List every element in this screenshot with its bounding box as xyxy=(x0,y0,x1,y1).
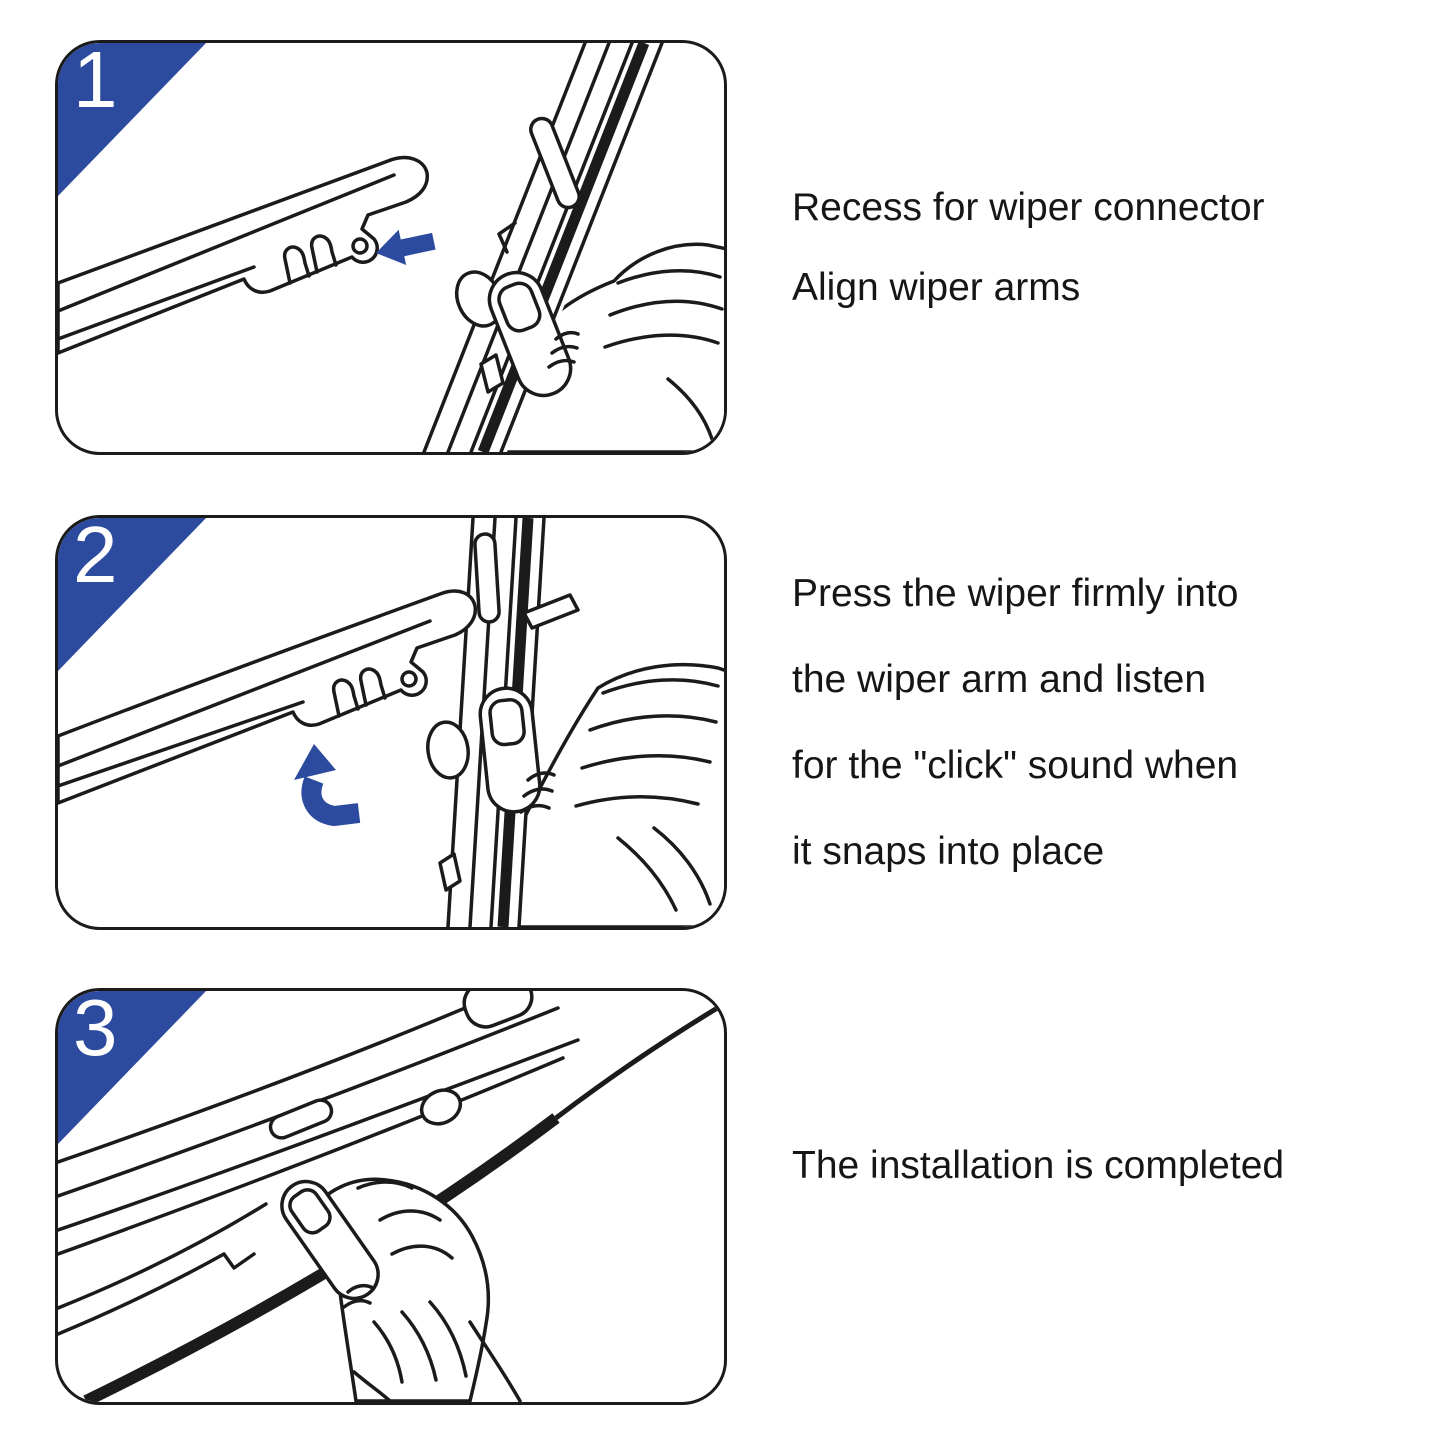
caption-line: Align wiper arms xyxy=(792,266,1081,309)
assembled-wiper xyxy=(58,991,724,1402)
arrow-icon xyxy=(376,229,436,265)
wiper-blade xyxy=(422,43,667,452)
step-1-panel: 1 xyxy=(55,40,727,455)
step-2-illustration xyxy=(58,518,724,927)
step-2-caption: Press the wiper firmly into the wiper ar… xyxy=(792,551,1238,895)
step-1-illustration xyxy=(58,43,724,452)
caption-line: The installation is completed xyxy=(792,1144,1285,1187)
step-number: 3 xyxy=(73,988,118,1072)
fingertip xyxy=(419,1088,463,1126)
caption-line: Press the wiper firmly into xyxy=(792,572,1239,615)
step-3-panel: 3 xyxy=(55,988,727,1405)
step-number: 1 xyxy=(73,40,118,124)
caption-line: for the "click" sound when xyxy=(792,744,1239,787)
step-3-caption: The installation is completed xyxy=(792,1126,1284,1206)
step-number: 2 xyxy=(73,515,118,599)
caption-line: it snaps into place xyxy=(792,830,1105,873)
caption-line: the wiper arm and listen xyxy=(792,658,1207,701)
step-2-panel: 2 xyxy=(55,515,727,930)
thumb xyxy=(426,686,556,814)
caption-line: Recess for wiper connector xyxy=(792,186,1265,229)
wiper-arm-hook xyxy=(58,155,429,355)
step-3-illustration xyxy=(58,991,724,1402)
curved-arrow-icon xyxy=(294,744,361,827)
thumb xyxy=(454,270,580,398)
wiper-arm-hook xyxy=(58,589,580,805)
thumb xyxy=(280,1179,380,1309)
step-1-caption: Recess for wiper connector Align wiper a… xyxy=(792,168,1265,328)
